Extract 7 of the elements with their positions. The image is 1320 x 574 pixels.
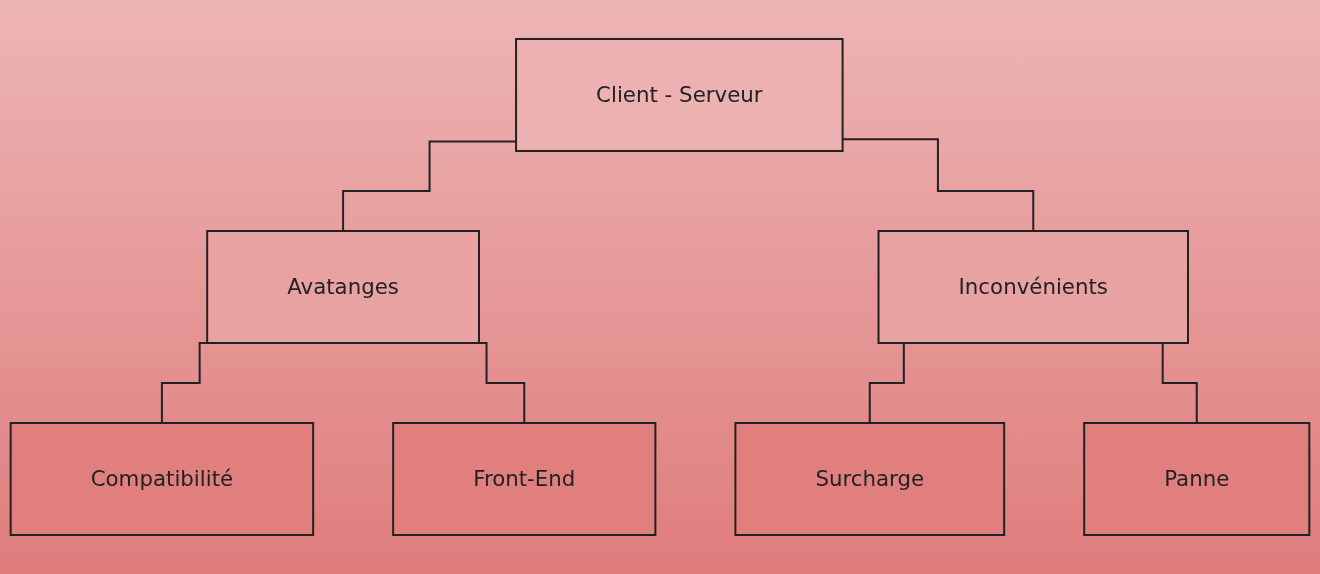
node-box: Front-End	[392, 422, 657, 536]
node-box: Inconvénients	[877, 230, 1189, 344]
node-box: Surcharge	[734, 422, 1006, 536]
node-box: Compatibilité	[9, 422, 315, 536]
node-box: Avatanges	[206, 230, 480, 344]
node-box: Panne	[1083, 422, 1311, 536]
node-box: Client - Serveur	[515, 38, 844, 152]
